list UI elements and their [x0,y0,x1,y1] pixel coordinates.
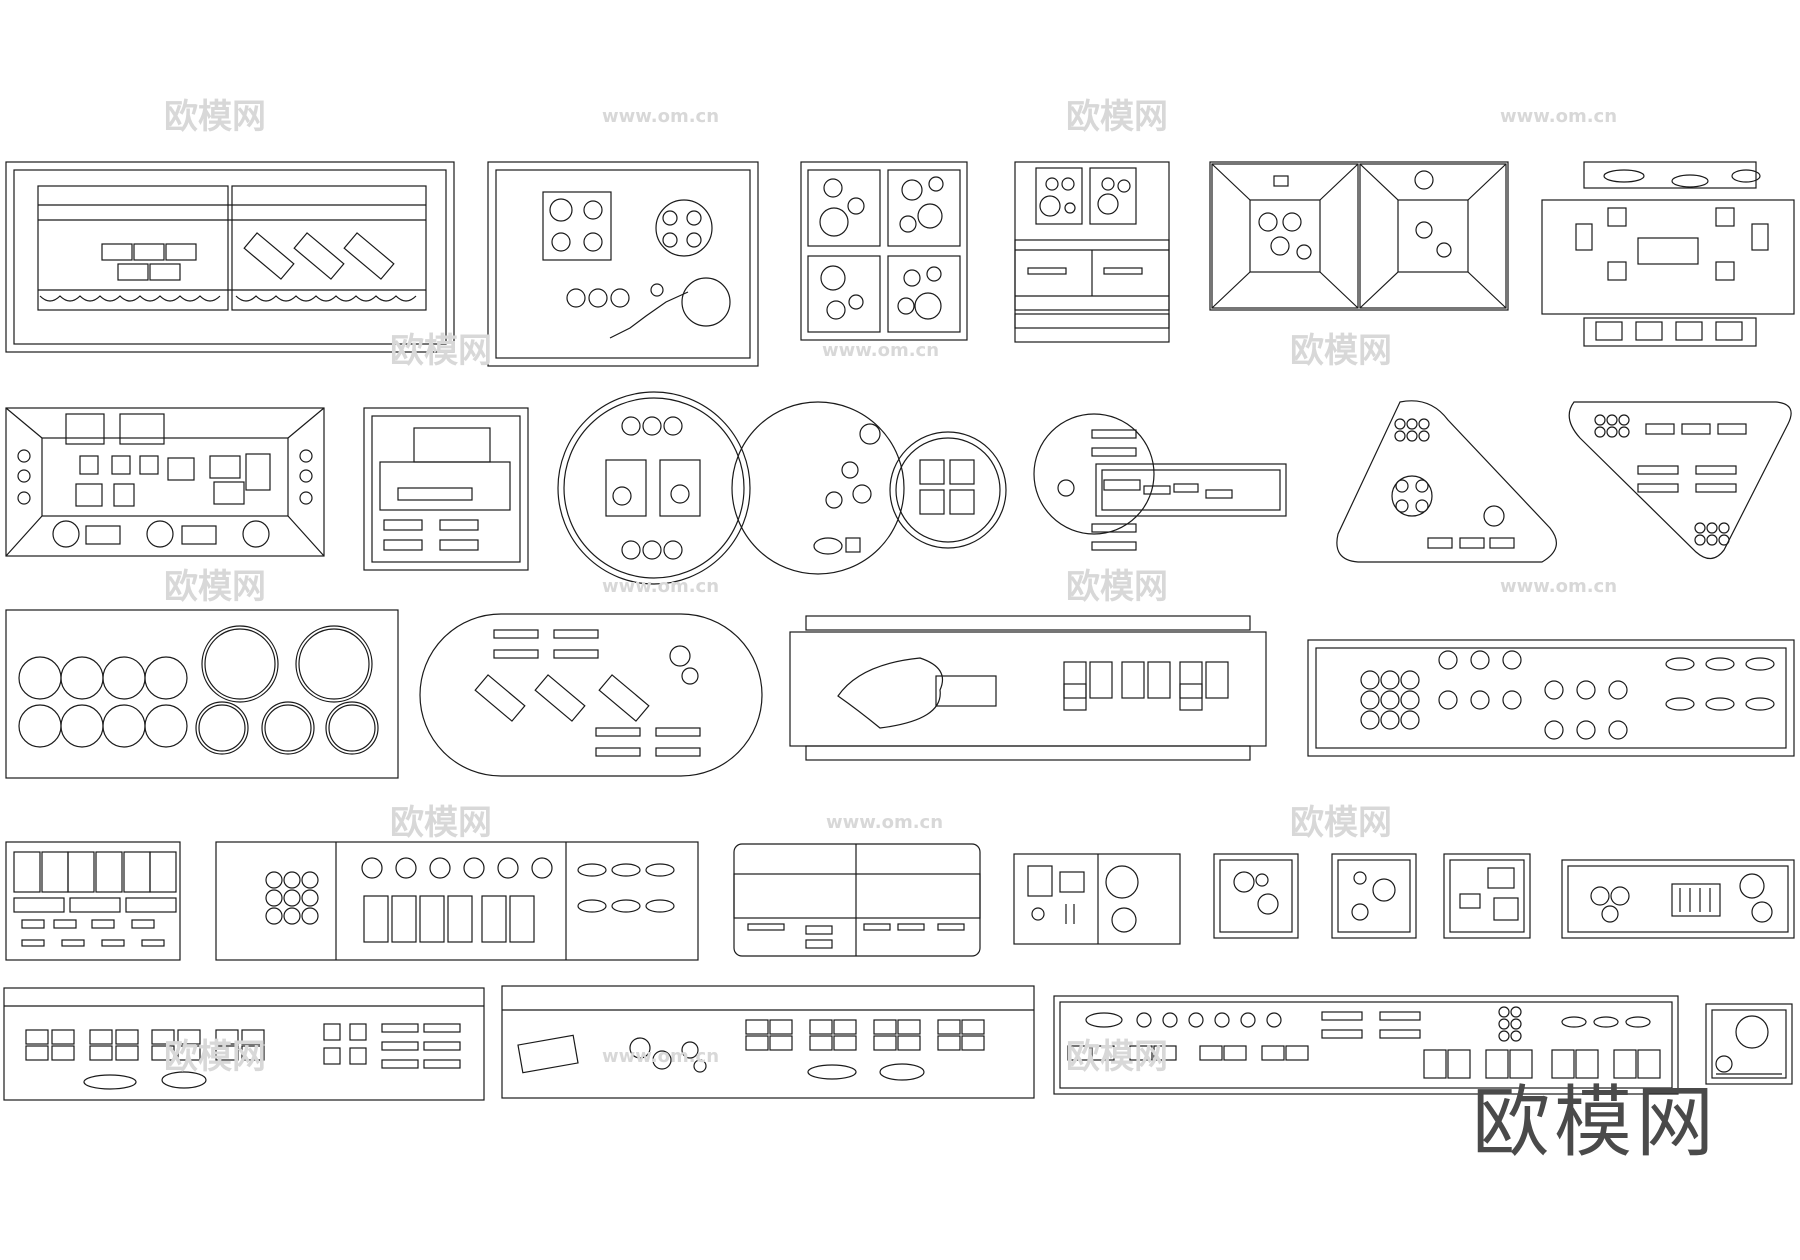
watermark-url: www.om.cn [602,576,719,597]
small-table-plan-4 [1443,853,1531,939]
watermark-brand: 欧模网 [164,567,266,607]
long-display-plan-3 [501,985,1035,1099]
long-display-plan-1 [215,841,699,961]
corner-brand-watermark: 欧模网 [1472,1078,1719,1168]
watermark-url: www.om.cn [602,106,719,127]
watermark-layer: 欧模网 www.om.cn 欧模网 www.om.cn 欧模网 www.om.c… [164,97,1617,1077]
watermark-brand: 欧模网 [390,803,492,843]
watermark-brand: 欧模网 [390,331,492,371]
small-counter-plan [1561,859,1795,939]
watermark-brand: 欧模网 [1290,803,1392,843]
watermark-url: www.om.cn [822,340,939,361]
small-table-plan-2 [1213,853,1299,939]
cooktop-cabinet-plan [1014,161,1170,343]
watermark-brand: 欧模网 [1290,331,1392,371]
dining-table-plan-2 [1541,161,1795,347]
round-table-plan-1 [557,391,751,585]
serving-counter-plan [789,615,1267,761]
watermark-url: www.om.cn [1500,106,1617,127]
long-display-plan-2 [3,987,485,1101]
capsule-table-plan [419,613,763,777]
display-counter-plan [1307,639,1795,757]
watermark-url: www.om.cn [602,1046,719,1067]
watermark-brand: 欧模网 [164,1037,266,1077]
back-counter-plan [733,843,981,957]
watermark-brand: 欧模网 [164,97,266,137]
round-trays-plan [5,609,399,779]
oval-bar-plan [1033,413,1287,551]
watermark-url: www.om.cn [826,812,943,833]
triangle-island-plan-1 [1336,400,1557,563]
cabinet-plan-1 [5,161,455,353]
cooktop-grid-plan [800,161,968,341]
watermark-brand: 欧模网 [1066,567,1168,607]
long-display-plan-4 [1053,995,1679,1095]
dining-table-plan-1 [1209,161,1509,311]
watermark-brand: 欧模网 [1066,1037,1168,1077]
watermark-brand: 欧模网 [1066,97,1168,137]
small-table-plan-3 [1331,853,1417,939]
round-table-plan-2 [731,401,1007,575]
gift-box-shelf-plan [5,841,181,961]
counter-plan-1 [363,407,529,571]
triangle-island-plan-2 [1568,401,1792,560]
kitchen-island-plan-1 [487,161,759,367]
small-table-plan-1 [1013,853,1181,945]
watermark-url: www.om.cn [1500,576,1617,597]
tiny-table-plan [1705,1003,1793,1085]
buffet-plan-1 [5,407,325,557]
